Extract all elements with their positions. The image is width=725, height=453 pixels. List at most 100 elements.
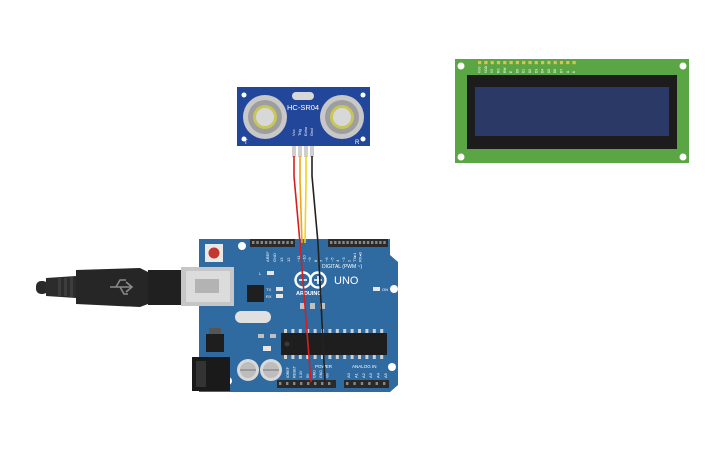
arduino-brand-text: ARDUINO bbox=[296, 291, 322, 297]
pin-hole bbox=[321, 382, 324, 385]
lcd-pin bbox=[509, 61, 513, 65]
pin-hole bbox=[353, 382, 356, 385]
arduino-model-text: UNO bbox=[334, 275, 359, 287]
digital-pin-label: ~5 bbox=[330, 257, 335, 262]
crystal-oscillator bbox=[235, 311, 271, 323]
lcd-pin bbox=[541, 61, 545, 65]
power-pin-label: IOREF bbox=[286, 366, 290, 378]
digital-pin-label: 12 bbox=[286, 257, 291, 262]
pin-hole bbox=[350, 241, 353, 244]
pin-hole bbox=[375, 241, 378, 244]
lcd-pin-label: D7 bbox=[560, 69, 564, 73]
usb-cable[interactable] bbox=[36, 268, 182, 307]
pin-hole bbox=[282, 241, 285, 244]
digital-header-right bbox=[328, 239, 388, 247]
digital-pin-label: ~3 bbox=[341, 257, 346, 262]
digital-pin-label: ~6 bbox=[324, 257, 329, 262]
lcd-pin bbox=[572, 61, 576, 65]
wire-vcc bbox=[293, 156, 312, 383]
transmitter-transducer bbox=[243, 95, 287, 139]
mount-hole bbox=[360, 136, 366, 142]
pin-hole bbox=[346, 241, 349, 244]
analog-header-label: ANALOG IN bbox=[352, 364, 377, 369]
pin-hole bbox=[358, 241, 362, 244]
lcd-pin bbox=[490, 61, 494, 65]
lcd-pin bbox=[522, 61, 526, 65]
pin-hole bbox=[300, 382, 303, 385]
digital-pin-holes bbox=[252, 241, 386, 244]
lcd-pins[interactable] bbox=[478, 61, 576, 65]
digital-pin-label: 8 bbox=[313, 259, 318, 262]
lcd-pin-label: D3 bbox=[534, 69, 538, 73]
pin-hole bbox=[286, 382, 289, 385]
pin-hole bbox=[293, 382, 296, 385]
lcd-pin-label: V0 bbox=[490, 69, 494, 73]
pin-hole bbox=[368, 382, 371, 385]
lcd-pin-label: D1 bbox=[522, 69, 526, 73]
power-pin-label: RESET bbox=[293, 365, 297, 378]
led-tx bbox=[276, 287, 283, 291]
dc-power-jack[interactable] bbox=[192, 357, 230, 391]
digital-pin-label: ~11 bbox=[296, 255, 301, 262]
pin-hole bbox=[260, 241, 263, 244]
pin-hole bbox=[362, 241, 366, 244]
lcd-pin-label: D4 bbox=[541, 69, 545, 73]
lcd-pin bbox=[559, 61, 564, 65]
sensor-pins[interactable] bbox=[292, 146, 314, 157]
pin-hole bbox=[371, 241, 374, 244]
pin-hole bbox=[346, 382, 349, 385]
sensor-pin bbox=[310, 146, 314, 157]
lcd-pin-label: VDD bbox=[484, 65, 488, 73]
lcd-pin-label: VSS bbox=[478, 66, 482, 73]
lcd-pin bbox=[478, 61, 482, 65]
pin-hole bbox=[269, 241, 272, 244]
digital-pin-label: ~9 bbox=[307, 257, 312, 262]
led-rx-label: RX bbox=[266, 294, 272, 299]
pin-hole bbox=[314, 382, 317, 385]
lcd-pin bbox=[515, 61, 519, 65]
sensor-pin-label: Echo bbox=[303, 126, 308, 136]
led-l-label: L bbox=[259, 271, 262, 276]
lcd-pin bbox=[528, 61, 532, 65]
atmega-chip bbox=[281, 329, 387, 359]
mount-hole bbox=[241, 136, 247, 142]
lcd-pin bbox=[547, 61, 551, 65]
mount-hole bbox=[457, 62, 465, 70]
analog-header bbox=[344, 380, 389, 388]
sensor-pin-label: Gnd bbox=[309, 128, 314, 136]
pin-hole bbox=[256, 241, 259, 244]
reset-button[interactable] bbox=[205, 244, 223, 262]
usb-interface-chip bbox=[247, 285, 264, 302]
analog-pin-label: A0 bbox=[346, 372, 351, 378]
pin-hole bbox=[379, 241, 382, 244]
pin-hole bbox=[286, 241, 289, 244]
digital-pin-label: RX◂0 bbox=[358, 251, 363, 262]
pin-hole bbox=[330, 241, 333, 244]
voltage-regulator bbox=[206, 334, 224, 352]
usb-b-jack[interactable] bbox=[181, 267, 234, 306]
pin-hole bbox=[383, 382, 386, 385]
lcd-pin-label: D2 bbox=[528, 69, 532, 73]
lcd-pin bbox=[566, 61, 570, 65]
sensor-r-mark: R bbox=[355, 140, 360, 146]
gnd-label: GND bbox=[272, 253, 277, 262]
power-pin-label: Vin bbox=[326, 373, 330, 378]
digital-pin-label: ~10 bbox=[302, 254, 307, 262]
wire-echo bbox=[304, 156, 307, 244]
power-pin-label: 3.3V bbox=[299, 370, 303, 378]
led-l bbox=[267, 271, 274, 275]
led-tx-label: TX bbox=[266, 287, 271, 292]
power-pin-label: GND bbox=[312, 370, 316, 378]
pin-hole bbox=[383, 241, 386, 244]
aref-label: AREF bbox=[265, 251, 270, 262]
receiver-transducer bbox=[320, 95, 364, 139]
wires bbox=[293, 156, 326, 383]
